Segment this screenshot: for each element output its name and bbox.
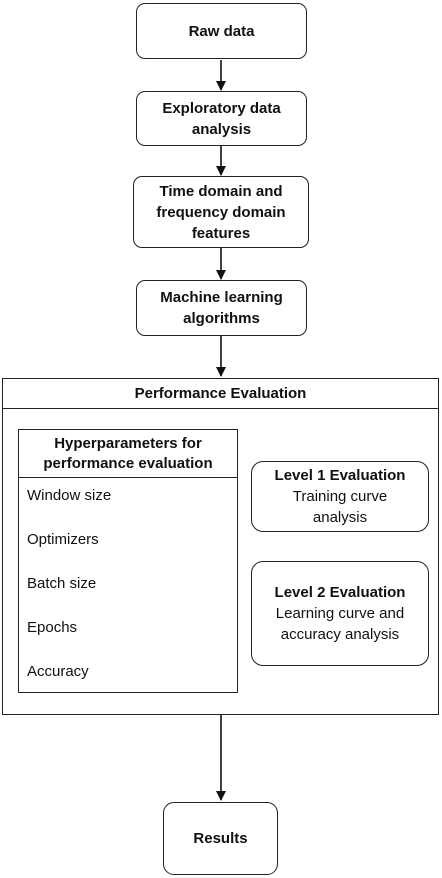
node-results: Results xyxy=(163,802,278,875)
node-raw-data-label: Raw data xyxy=(188,22,255,40)
node-exploratory-data-analysis: Exploratory data analysis xyxy=(136,91,307,146)
node-eda-label: Exploratory data analysis xyxy=(162,99,281,138)
performance-evaluation-title: Performance Evaluation xyxy=(3,379,438,409)
hyperparameter-item: Window size xyxy=(27,487,112,504)
node-results-label: Results xyxy=(193,830,248,847)
hyperparameter-item: Optimizers xyxy=(27,531,99,548)
node-machine-learning-algorithms: Machine learning algorithms xyxy=(136,280,307,336)
hyperparameters-box: Hyperparameters for performance evaluati… xyxy=(18,429,238,693)
node-ml-label: Machine learning algorithms xyxy=(160,289,283,327)
level-2-evaluation-description: Learning curve and accuracy analysis xyxy=(275,605,405,643)
level-1-evaluation-description: Training curve analysis xyxy=(292,488,388,526)
node-features-label: Time domain and frequency domain feature… xyxy=(156,182,286,242)
level-2-evaluation-box: Level 2 Evaluation Learning curve and ac… xyxy=(251,561,429,666)
node-raw-data: Raw data xyxy=(136,3,307,59)
hyperparameter-item: Accuracy xyxy=(27,663,89,680)
level-1-evaluation-box: Level 1 Evaluation Training curve analys… xyxy=(251,461,429,532)
hyperparameters-title: Hyperparameters for performance evaluati… xyxy=(19,430,237,478)
hyperparameter-item: Epochs xyxy=(27,619,78,636)
performance-evaluation-container: Performance Evaluation Hyperparameters f… xyxy=(2,378,439,715)
hyperparameter-item: Batch size xyxy=(27,575,97,592)
level-2-evaluation-title: Level 2 Evaluation xyxy=(274,584,406,601)
node-time-frequency-features: Time domain and frequency domain feature… xyxy=(133,176,309,248)
level-1-evaluation-title: Level 1 Evaluation xyxy=(274,467,406,484)
